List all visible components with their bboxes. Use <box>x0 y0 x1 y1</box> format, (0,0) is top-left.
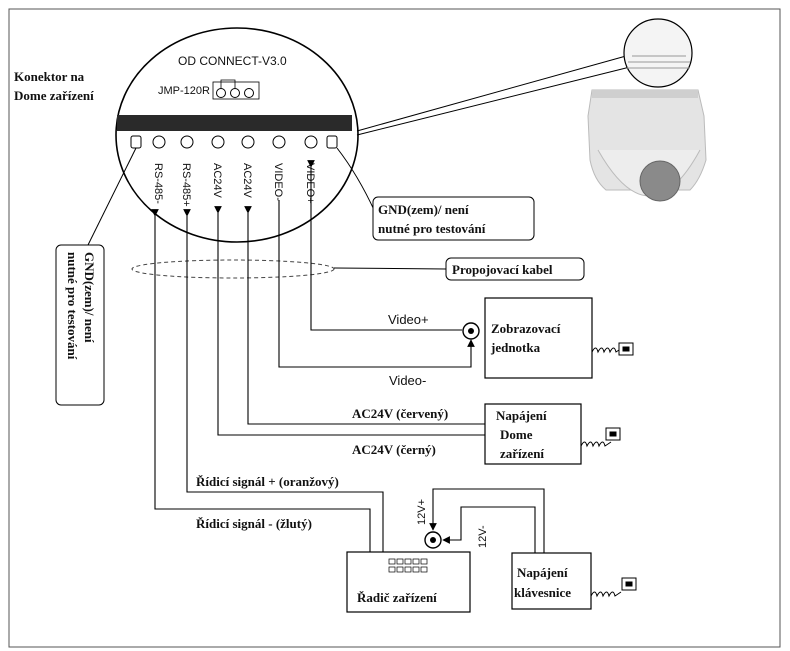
gnd-left-callout-line-2: nutné pro testování <box>65 252 80 360</box>
pin-label-ac24v-2: AC24V <box>241 163 253 199</box>
wire-ac-red <box>244 206 485 425</box>
gnd-left-callout: GND(zem)/ není nutné pro testování <box>55 244 105 406</box>
pin-label-rs485-minus: RS-485- <box>152 163 164 204</box>
wire-label-video-minus: Video- <box>389 373 426 388</box>
pin-hole <box>272 135 286 149</box>
power-jack-icon <box>424 531 442 549</box>
terminal-block-bar <box>117 115 352 131</box>
pin-hole <box>304 135 318 149</box>
terminal-pins <box>130 135 338 149</box>
gnd-right-callout-line-1: GND(zem)/ není <box>378 202 469 217</box>
pin-label-video-minus: VIDEO- <box>272 163 284 201</box>
wire-video-minus <box>278 200 475 368</box>
display-unit-label-1: Zobrazovací <box>491 321 561 336</box>
wire-label-ac-red: AC24V (červený) <box>352 406 448 421</box>
jumper-icon <box>212 79 260 100</box>
wire-video-plus <box>307 160 462 331</box>
connector-title: OD CONNECT-V3.0 <box>178 54 287 68</box>
dome-power-label-3: zařízení <box>500 446 544 461</box>
keypad-icon <box>388 558 428 573</box>
connector: OD CONNECT-V3.0 JMP-120R RS-485- RS-485+… <box>115 27 359 243</box>
connector-side-label-2: Dome zařízení <box>14 88 94 103</box>
cable-callout: Propojovací kabel <box>445 257 585 281</box>
wire-ctrl-plus <box>183 209 384 552</box>
diagram-frame <box>8 8 781 648</box>
controller-unit: Řadič zařízení <box>346 551 471 613</box>
wire-ctrl-minus <box>151 209 371 552</box>
pin-labels: RS-485- RS-485+ AC24V AC24V VIDEO- VIDEO… <box>152 163 316 207</box>
keyboard-power-label-1: Napájení <box>517 565 568 580</box>
keyboard-power-label-2: klávesnice <box>514 585 571 600</box>
keyboard-power-unit: Napájení klávesnice <box>511 552 592 610</box>
gnd-right-callout-line-2: nutné pro testování <box>378 221 486 236</box>
pin-label-video-plus: VIDEO+ <box>304 163 316 204</box>
controller-label: Řadič zařízení <box>357 590 437 605</box>
pin-hole <box>241 135 255 149</box>
pin-hole <box>211 135 225 149</box>
gnd-right-callout: GND(zem)/ není nutné pro testování <box>372 196 535 241</box>
gnd-pin-left <box>130 135 142 149</box>
dome-power-unit: Napájení Dome zařízení <box>484 403 582 465</box>
dome-power-label-2: Dome <box>500 427 533 442</box>
cable-leader <box>333 267 447 270</box>
pin-hole <box>152 135 166 149</box>
wire-12v-plus <box>429 488 545 553</box>
wire-ac-black <box>214 206 485 436</box>
wire-label-video-plus: Video+ <box>388 312 429 327</box>
wire-label-ac-black: AC24V (černý) <box>352 442 436 457</box>
wire-label-ctrl-plus: Řídicí signál + (oranžový) <box>196 474 339 489</box>
gnd-pin-right <box>326 135 338 149</box>
pin-label-ac24v-1: AC24V <box>211 163 223 199</box>
display-unit-label-2: jednotka <box>490 340 541 355</box>
power-plug-icon <box>580 427 621 448</box>
dome-power-label-1: Napájení <box>496 408 547 423</box>
cable-callout-label: Propojovací kabel <box>452 262 553 277</box>
pin-label-rs485-plus: RS-485+ <box>180 163 192 207</box>
wire-label-12v-minus: 12V- <box>477 525 489 548</box>
gnd-left-leader <box>87 147 137 246</box>
gnd-right-leader <box>336 147 376 213</box>
dome-camera-icon <box>356 18 707 202</box>
pin-hole <box>180 135 194 149</box>
wire-12v-minus <box>442 506 536 553</box>
display-unit: Zobrazovací jednotka <box>484 297 593 379</box>
power-plug-icon <box>591 342 634 356</box>
wire-label-ctrl-minus: Řídicí signál - (žlutý) <box>196 516 312 531</box>
power-plug-icon <box>590 577 637 598</box>
gnd-left-callout-line-1: GND(zem)/ není <box>82 252 97 343</box>
connector-side-label-1: Konektor na <box>14 69 85 84</box>
video-jack-icon <box>462 322 480 340</box>
wire-label-12v-plus: 12V+ <box>416 499 428 525</box>
jumper-label: JMP-120R <box>158 85 210 97</box>
wires <box>151 160 545 553</box>
cable-marker <box>131 259 335 279</box>
